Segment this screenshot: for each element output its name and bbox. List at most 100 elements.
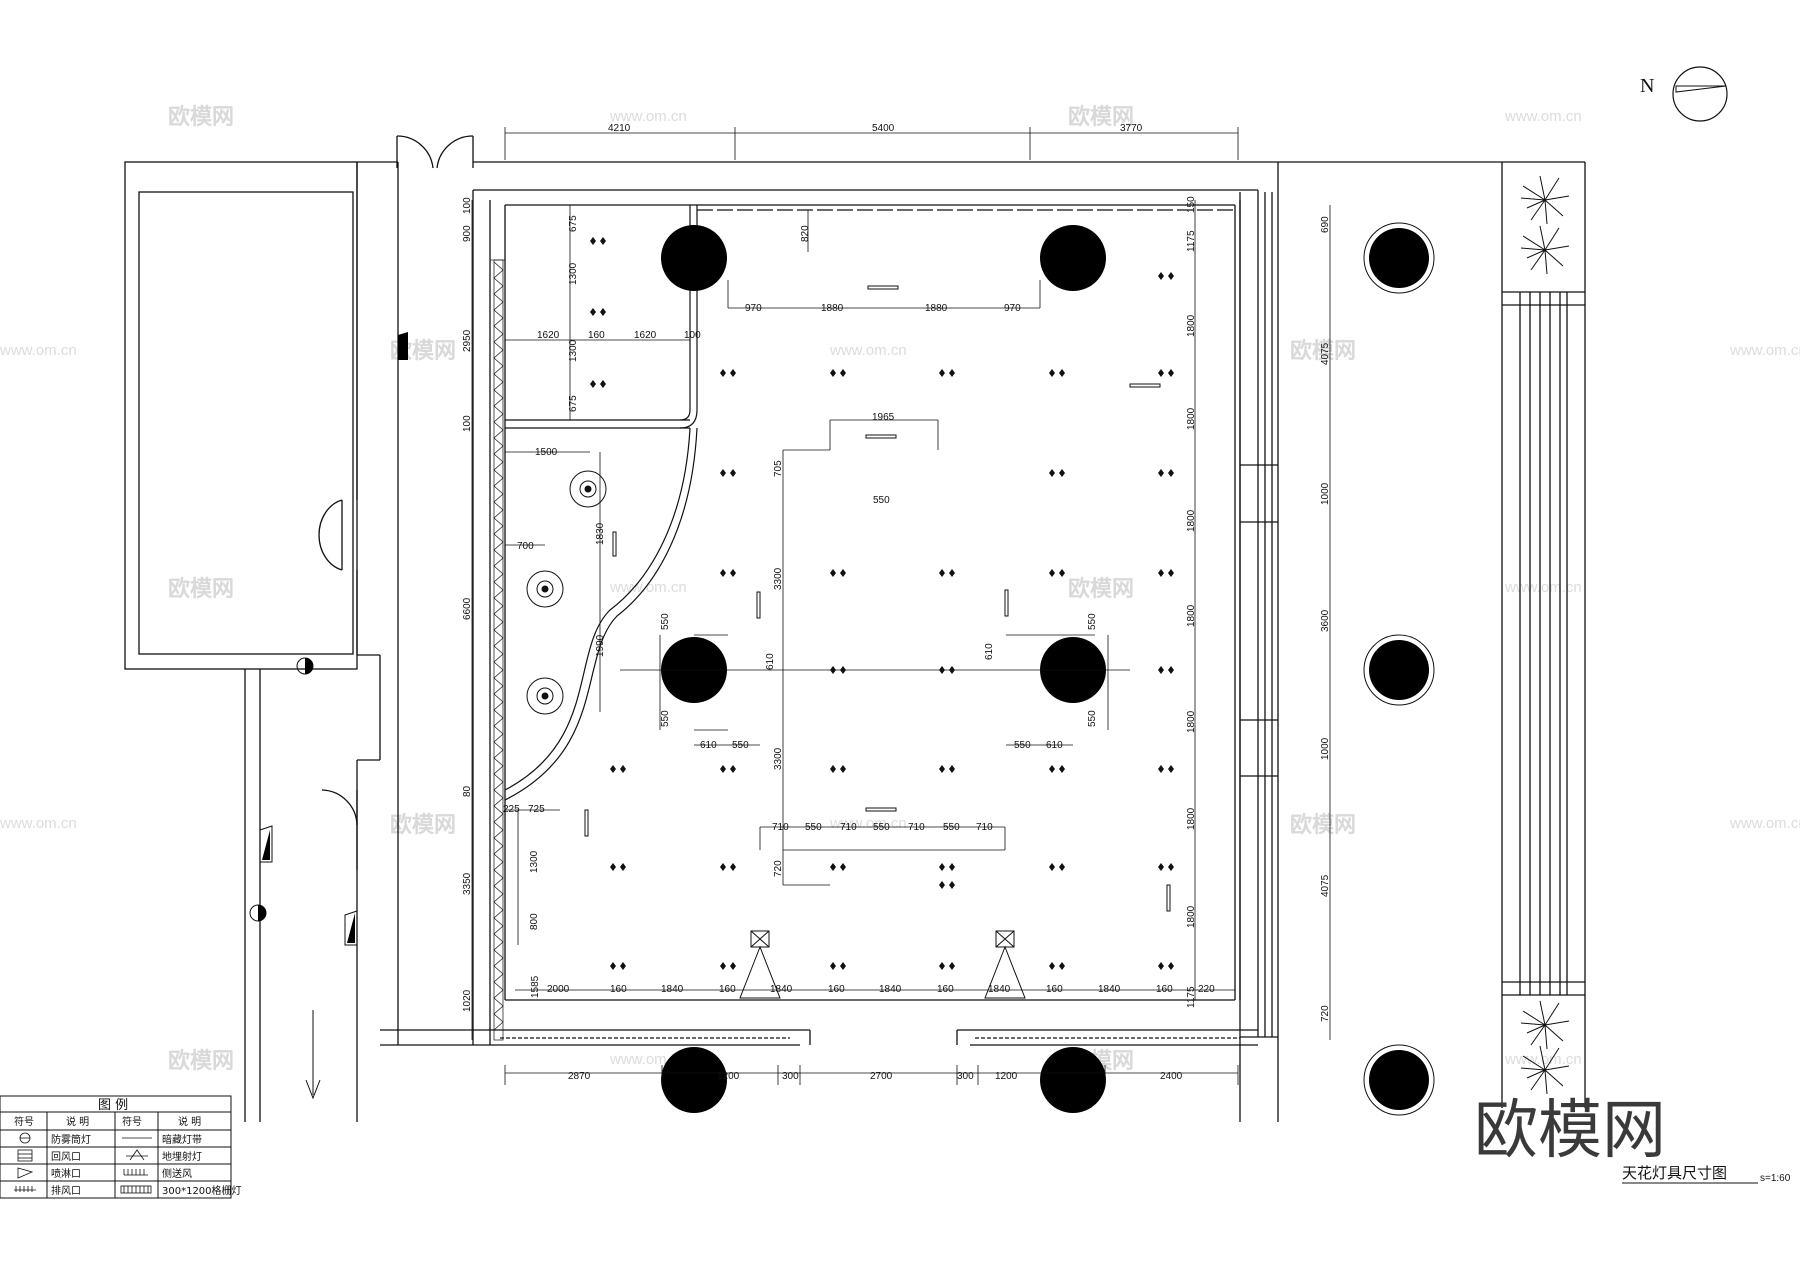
downlight-icon <box>830 369 836 377</box>
return-vent-icon <box>17 1149 33 1162</box>
watermark-url: www.om.cn <box>1504 108 1582 125</box>
downlight-icon <box>1158 765 1164 773</box>
watermark: 欧模网 <box>168 576 234 602</box>
dim-upper: 1620 <box>537 330 560 341</box>
column-ring <box>1363 1044 1435 1116</box>
dim-top-light: 1880 <box>925 303 948 314</box>
dim-top-light: 820 <box>800 225 811 242</box>
dim-center: 1965 <box>872 412 895 423</box>
dim-left: 900 <box>462 225 473 242</box>
watermark-url: www.om.cn <box>609 108 687 125</box>
dim-left: 100 <box>462 197 473 214</box>
downlight-icon <box>720 765 726 773</box>
dim-lower-left-group: 225 725 1300 800 <box>503 804 545 930</box>
north-label: N <box>1640 75 1654 97</box>
dim-column: 610 <box>765 653 776 670</box>
dimension-labels: 4210 5400 3770 2870 1200 300 2700 300 12… <box>462 123 1331 1082</box>
diffusers <box>526 470 607 715</box>
downlight-icon <box>939 962 945 970</box>
downlight-icon <box>949 881 955 889</box>
dim-right: 1800 <box>1186 905 1197 928</box>
plant-icons <box>1520 175 1570 1095</box>
dim-left: 6600 <box>462 597 473 620</box>
downlight-icon <box>620 863 626 871</box>
watermark-url: www.om.cn <box>1729 342 1800 359</box>
dim-bottom: 300 <box>782 1071 799 1082</box>
downlight-icon <box>1168 765 1174 773</box>
sprinkler-icon <box>17 1167 34 1179</box>
dim-row: 160 <box>937 984 954 995</box>
downlight-icon <box>730 863 736 871</box>
columns <box>661 222 1435 1116</box>
linear-lights <box>584 285 1171 912</box>
palm-plant-icon <box>1520 1000 1570 1050</box>
dim-right: 1800 <box>1186 314 1197 337</box>
downlight-icon <box>1059 765 1065 773</box>
legend-desc: 侧送风 <box>162 1167 192 1180</box>
dim-right: 1175 <box>1186 986 1197 1008</box>
dim-lower-row: 550 <box>943 822 960 833</box>
arrow-down-icon <box>305 1010 321 1100</box>
watermark: 欧模网 <box>1068 104 1134 130</box>
dim-column: 610 <box>1046 740 1063 751</box>
legend-table: 图 例 符号 说 明 符号 说 明 防雾筒灯 暗藏灯带 回风口 地埋射灯 喷淋口… <box>0 1095 242 1199</box>
walls <box>124 135 1586 1122</box>
downlight-icon <box>1158 569 1164 577</box>
downlight-icon <box>939 569 945 577</box>
downlight-icon <box>610 962 616 970</box>
downlight-icon <box>1158 369 1164 377</box>
palm-plant-icon <box>1520 175 1570 225</box>
downlight-icon <box>730 962 736 970</box>
dim-column: 610 <box>700 740 717 751</box>
downlight-icon <box>939 369 945 377</box>
dim-right: 1175 <box>1186 230 1197 252</box>
dim-lower-left: 800 <box>529 913 540 930</box>
downlight-icon <box>1158 666 1164 674</box>
dim-left-area: 1500 <box>535 447 558 458</box>
dim-top: 4210 <box>608 123 631 134</box>
dim-left-area: 1990 <box>595 634 606 657</box>
legend-desc: 地埋射灯 <box>162 1150 202 1163</box>
dim-row: 160 <box>719 984 736 995</box>
dim-right-outer: 690 <box>1320 216 1331 233</box>
downlight-icon <box>1168 666 1174 674</box>
dim-row: 160 <box>828 984 845 995</box>
downlight-icon <box>830 962 836 970</box>
brand-logo: 欧模网 <box>1474 1094 1666 1168</box>
watermark: 欧模网 <box>168 104 234 130</box>
dim-right-outer: 1000 <box>1320 482 1331 505</box>
dim-column: 550 <box>1087 710 1098 727</box>
legend-desc: 防雾筒灯 <box>51 1133 91 1146</box>
dim-center: 3300 <box>773 747 784 770</box>
dim-row: 1840 <box>879 984 902 995</box>
downlight-icon <box>600 237 606 245</box>
dim-upper: 100 <box>684 330 701 341</box>
palm-plant-icon <box>1520 1045 1570 1095</box>
downlight-icon <box>1158 863 1164 871</box>
dim-row: 1840 <box>988 984 1011 995</box>
downlight-icon <box>1168 272 1174 280</box>
dim-row: 1585 <box>530 975 541 998</box>
downlight-icon <box>590 380 596 388</box>
watermark-url: www.om.cn <box>609 579 687 596</box>
column <box>1369 640 1429 700</box>
dim-left-area: 700 <box>517 541 534 552</box>
downlight-icon <box>1049 962 1055 970</box>
legend-title: 图 例 <box>98 1098 128 1113</box>
downlight-icon <box>949 569 955 577</box>
column <box>1040 225 1106 291</box>
downlight-icon <box>610 863 616 871</box>
column <box>1369 228 1429 288</box>
watermark: 欧模网 <box>168 1048 234 1074</box>
downlight-icon <box>830 863 836 871</box>
west-symbols <box>249 332 408 1100</box>
dim-left: 3350 <box>462 872 473 895</box>
drawing-scale: s=1:60 <box>1760 1173 1791 1184</box>
legend-header: 说 明 <box>178 1115 201 1128</box>
dim-row: 1840 <box>1098 984 1121 995</box>
downlight-icon <box>730 765 736 773</box>
dim-lower-row: 710 <box>976 822 993 833</box>
column-ring <box>1363 222 1435 294</box>
dim-center: 550 <box>873 495 890 506</box>
watermark: 欧模网 <box>390 812 456 838</box>
